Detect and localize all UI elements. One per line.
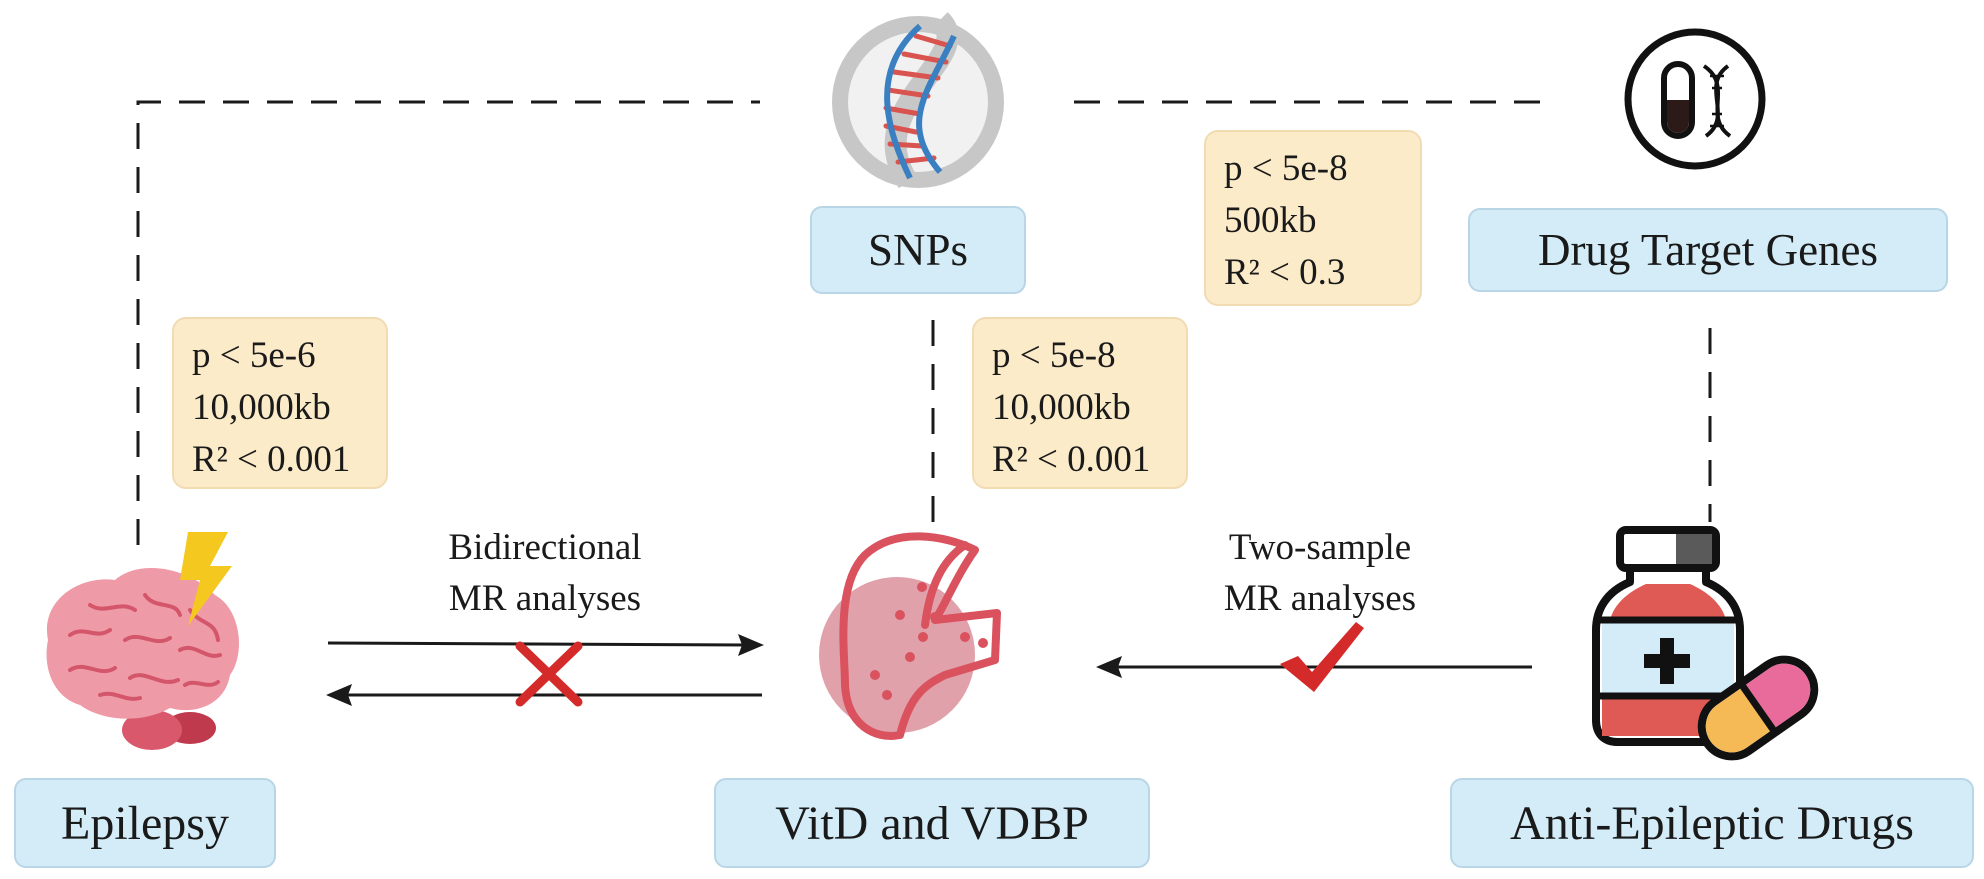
dna-helix-icon [832,12,1004,189]
dashed-connector-epilepsy-snps [136,100,760,545]
vitd-r2-threshold: R² < 0.001 [992,439,1151,480]
snps-label-box: SNPs [810,206,1026,294]
liver-organ-icon [819,532,1001,740]
pill-dna-icon [1624,28,1766,170]
check-mark-icon [1280,622,1364,692]
epilepsy-r2-threshold: R² < 0.001 [192,439,351,480]
snps-label: SNPs [867,225,969,275]
bidirectional-caption-line2: MR analyses [448,578,642,619]
drug-target-genes-label-box: Drug Target Genes [1468,208,1948,292]
arrow-epilepsy-to-vitd [327,641,749,647]
epilepsy-label: Epilepsy [61,796,229,850]
vitd-vdbp-label-box: VitD and VDBP [714,778,1150,868]
bidirectional-mr-caption: Bidirectional MR analyses [395,522,695,624]
vitd-p-threshold: p < 5e-8 [992,335,1116,376]
cross-mark-icon [515,641,583,707]
drug-target-r2-threshold: R² < 0.3 [1224,252,1346,293]
two-sample-caption-line1: Two-sample [1228,527,1412,568]
vitd-vdbp-label: VitD and VDBP [775,796,1089,850]
epilepsy-p-threshold: p < 5e-6 [192,335,316,376]
epilepsy-label-box: Epilepsy [14,778,276,868]
vitd-clump-window: 10,000kb [992,387,1131,428]
drug-target-p-threshold: p < 5e-8 [1224,148,1348,189]
arrowhead-to-epilepsy [326,684,352,706]
epilepsy-threshold-box: p < 5e-6 10,000kb R² < 0.001 [172,317,388,489]
bidirectional-caption-line1: Bidirectional [448,527,642,568]
arrowhead-to-vitd [738,634,764,656]
arrowhead-drugs-to-vitd [1096,656,1122,678]
drug-target-genes-label: Drug Target Genes [1537,225,1879,275]
drug-target-clump-window: 500kb [1224,200,1317,241]
anti-epileptic-drugs-label-box: Anti-Epileptic Drugs [1450,778,1974,868]
medicine-bottle-icon [1592,526,1819,761]
anti-epileptic-drugs-label: Anti-Epileptic Drugs [1510,796,1914,850]
two-sample-mr-caption: Two-sample MR analyses [1170,522,1470,624]
drug-target-threshold-box: p < 5e-8 500kb R² < 0.3 [1204,130,1422,306]
vitd-threshold-box: p < 5e-8 10,000kb R² < 0.001 [972,317,1188,489]
two-sample-caption-line2: MR analyses [1223,578,1417,619]
epilepsy-clump-window: 10,000kb [192,387,331,428]
brain-lightning-icon [46,532,239,750]
